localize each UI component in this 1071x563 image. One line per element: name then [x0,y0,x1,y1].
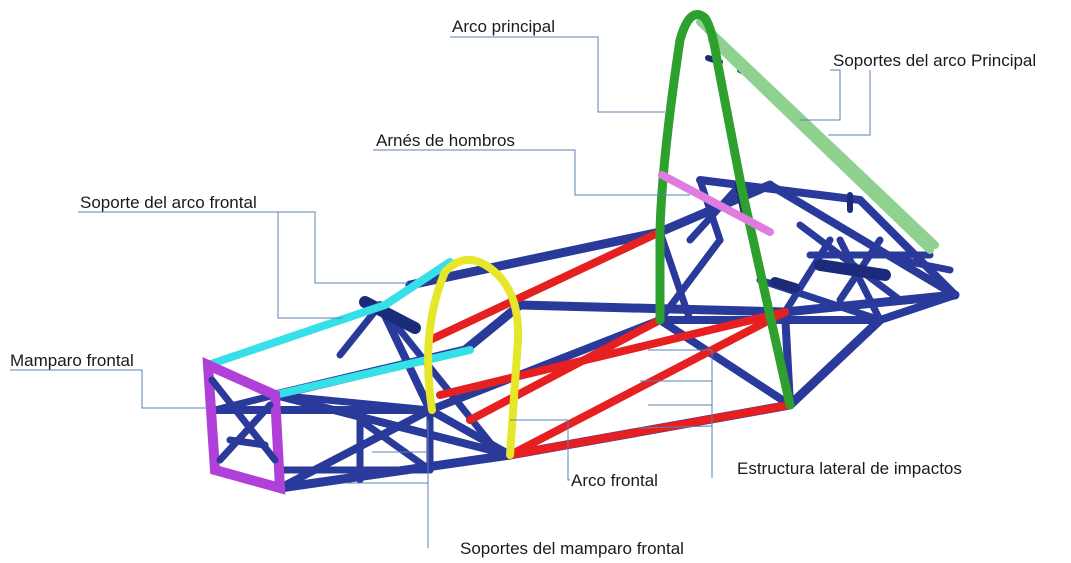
label-front-hoop: Arco frontal [571,471,658,490]
main-hoop-tube [655,10,795,410]
callout-labels: Arco principal Soportes del arco Princip… [10,17,1036,558]
label-front-bulkhead-supports: Soportes del mamparo frontal [460,539,684,558]
side-impact-structure-tubes [426,228,794,459]
front-hoop-tube [424,256,523,459]
front-bulkhead-frame [202,357,286,495]
main-hoop-braces-tubes [696,18,939,254]
leader-lines [10,36,871,548]
label-main-hoop: Arco principal [452,17,555,36]
shoulder-harness-tube [658,171,774,236]
label-shoulder-harness: Arnés de hombros [376,131,515,150]
label-front-bulkhead: Mamparo frontal [10,351,134,370]
front-hoop-brace-tubes [204,258,474,399]
label-front-hoop-brace: Soporte del arco frontal [80,193,257,212]
base-frame [211,55,960,493]
label-main-hoop-braces: Soportes del arco Principal [833,51,1036,70]
label-side-impact-structure: Estructura lateral de impactos [737,459,962,478]
